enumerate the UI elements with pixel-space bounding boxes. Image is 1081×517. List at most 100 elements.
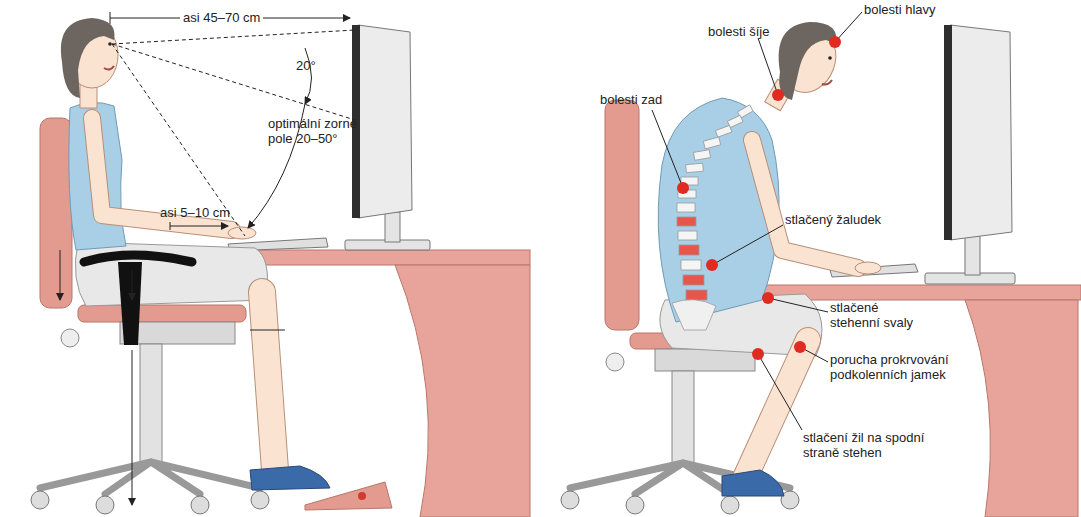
monitor: [944, 25, 952, 240]
footrest: [358, 492, 366, 500]
woman-correct: [92, 118, 232, 230]
woman-correct: [92, 118, 232, 230]
spine: [686, 163, 704, 172]
spine: [677, 217, 696, 226]
spine: [715, 125, 731, 137]
monitor: [358, 25, 412, 218]
leader-lines: [758, 354, 802, 430]
woman-slouched: [771, 20, 844, 100]
woman-slouched: [828, 56, 832, 60]
spine: [693, 150, 710, 161]
chair: [561, 491, 579, 509]
woman-slouched: [752, 140, 858, 268]
woman-correct: [250, 466, 330, 490]
pain-marker: [772, 89, 784, 101]
chair: [605, 100, 639, 330]
pain-marker: [677, 36, 841, 360]
dimension-label: asi 5–10 cm: [160, 205, 230, 220]
chair: [31, 118, 269, 514]
chair: [191, 496, 209, 514]
dimension-label: asi 45–70 cm: [180, 10, 263, 25]
callout-label: bolesti šíje: [708, 24, 769, 39]
woman-slouched: [822, 80, 832, 85]
pain-marker: [762, 292, 774, 304]
pain-marker: [794, 341, 806, 353]
chair: [78, 305, 246, 322]
pain-marker: [752, 348, 764, 360]
dimension-lines: [60, 250, 61, 300]
woman-correct: [108, 42, 112, 46]
woman-correct: [262, 292, 275, 470]
spine: [679, 245, 699, 255]
woman-correct: [104, 66, 114, 70]
armrest: [84, 255, 192, 262]
woman-correct: [61, 18, 115, 98]
dimension-label: optimální zorné pole 20–50°: [268, 116, 363, 146]
spine: [683, 275, 704, 285]
dimension-lines: [132, 270, 133, 300]
callout-label: stlačení žil na spodní straně stehen: [803, 430, 939, 460]
leader-lines: [712, 225, 783, 265]
dimension-lines: [305, 48, 312, 104]
dimension-lines: [250, 330, 285, 331]
spine: [703, 137, 721, 149]
monitor: [385, 212, 400, 242]
spine: [678, 231, 697, 240]
dimension-lines: [170, 222, 171, 230]
chair: [672, 371, 694, 463]
callout-label: stlačené stehenní svaly: [830, 300, 922, 330]
spine: [672, 300, 716, 330]
woman-slouched: [855, 262, 881, 274]
armrest: [84, 255, 192, 345]
woman-slouched: [779, 22, 837, 100]
spine: [672, 105, 753, 330]
spine: [681, 260, 701, 270]
woman-correct: [228, 227, 256, 239]
armrest: [118, 262, 142, 345]
chair: [31, 491, 49, 509]
monitor: [950, 25, 1012, 240]
chair: [61, 329, 79, 347]
leader-lines: [652, 110, 683, 188]
spine: [677, 203, 695, 212]
leader-lines: [768, 298, 828, 312]
pain-marker: [706, 259, 718, 271]
callout-label: porucha prokrvování podkolenních jamek: [830, 352, 970, 382]
desk: [965, 300, 1078, 517]
leader-lines: [835, 12, 862, 42]
spine: [686, 290, 707, 300]
chair: [606, 353, 624, 371]
chair: [721, 496, 739, 514]
callout-label: bolesti hlavy: [864, 2, 936, 17]
woman-slouched: [658, 98, 779, 322]
angle-label: 20°: [296, 58, 316, 73]
chair: [40, 118, 72, 308]
callout-label: bolesti zad: [600, 92, 662, 107]
chair: [96, 496, 114, 514]
chair: [40, 462, 260, 494]
monitor: [345, 25, 430, 250]
dimension-lines: [112, 30, 355, 44]
woman-correct: [262, 292, 275, 470]
monitor: [925, 25, 1015, 284]
leader-lines: [758, 38, 778, 95]
woman-slouched: [745, 340, 808, 478]
woman-correct: [75, 242, 267, 306]
dimension-lines: [132, 350, 133, 505]
dimension-lines: [170, 226, 228, 227]
dimension-lines: [112, 44, 245, 236]
woman-slouched: [658, 20, 881, 496]
dimension-lines: [60, 12, 355, 505]
pain-marker: [677, 182, 689, 194]
chair: [626, 496, 644, 514]
woman-slouched: [722, 470, 784, 496]
dimension-lines: [112, 44, 355, 120]
desk: [395, 265, 530, 517]
chair: [655, 349, 755, 371]
woman-slouched: [752, 140, 858, 268]
woman-slouched: [745, 340, 808, 478]
chair: [251, 491, 269, 509]
monitor: [965, 235, 980, 275]
chair: [140, 344, 162, 462]
